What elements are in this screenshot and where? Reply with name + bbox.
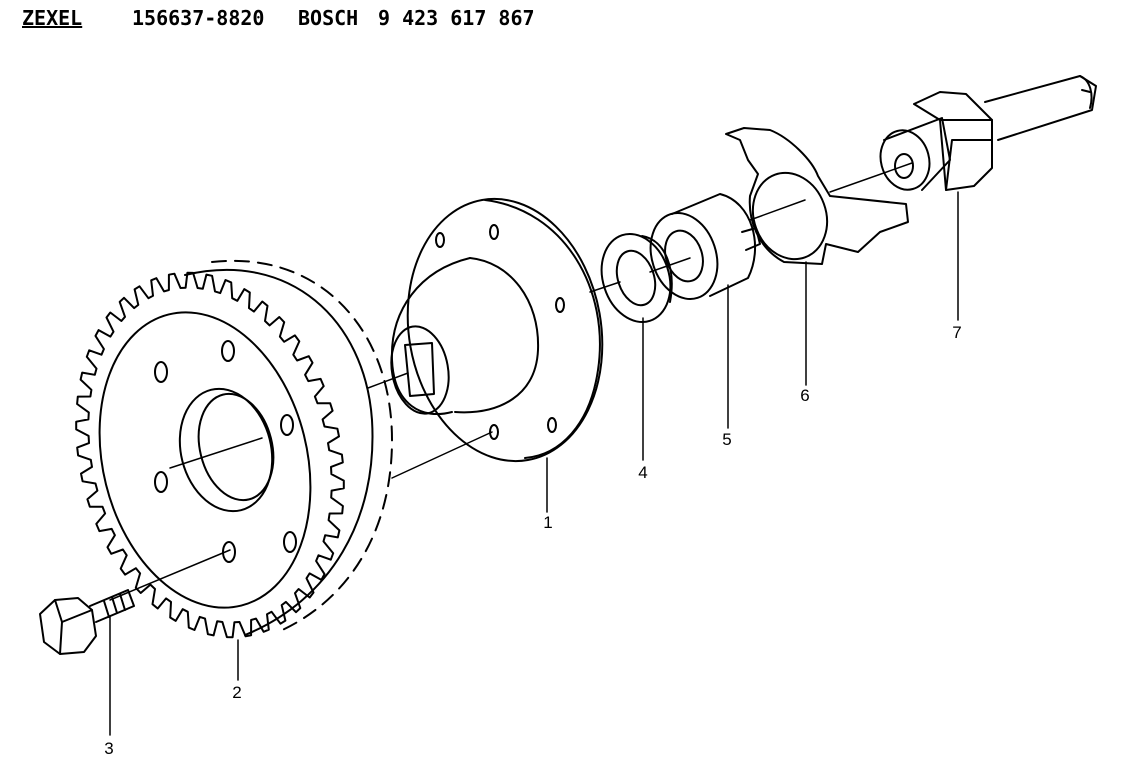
callout-7: 7 (952, 323, 962, 342)
callout-6: 6 (800, 386, 810, 405)
brand-bosch: BOSCH (298, 6, 359, 30)
callout-3: 3 (104, 739, 114, 758)
bolt-part-3 (39, 589, 135, 655)
gear-part-2 (75, 259, 393, 639)
fitting-part-7 (879, 75, 1097, 191)
gear-teeth-outline (75, 271, 345, 639)
callout-4: 4 (638, 463, 648, 482)
callout-2: 2 (232, 683, 242, 702)
callout-1: 1 (543, 513, 553, 532)
lock-plate-part-6 (725, 127, 909, 265)
brand-zexel: ZEXEL (22, 6, 83, 30)
leader-lines (109, 191, 959, 736)
assembly-axis-lines (109, 162, 913, 601)
zexel-part-number: 156637-8820 (132, 6, 265, 30)
callout-5: 5 (722, 430, 732, 449)
hub-part-1 (390, 197, 604, 463)
bosch-part-number: 9 423 617 867 (378, 6, 535, 30)
